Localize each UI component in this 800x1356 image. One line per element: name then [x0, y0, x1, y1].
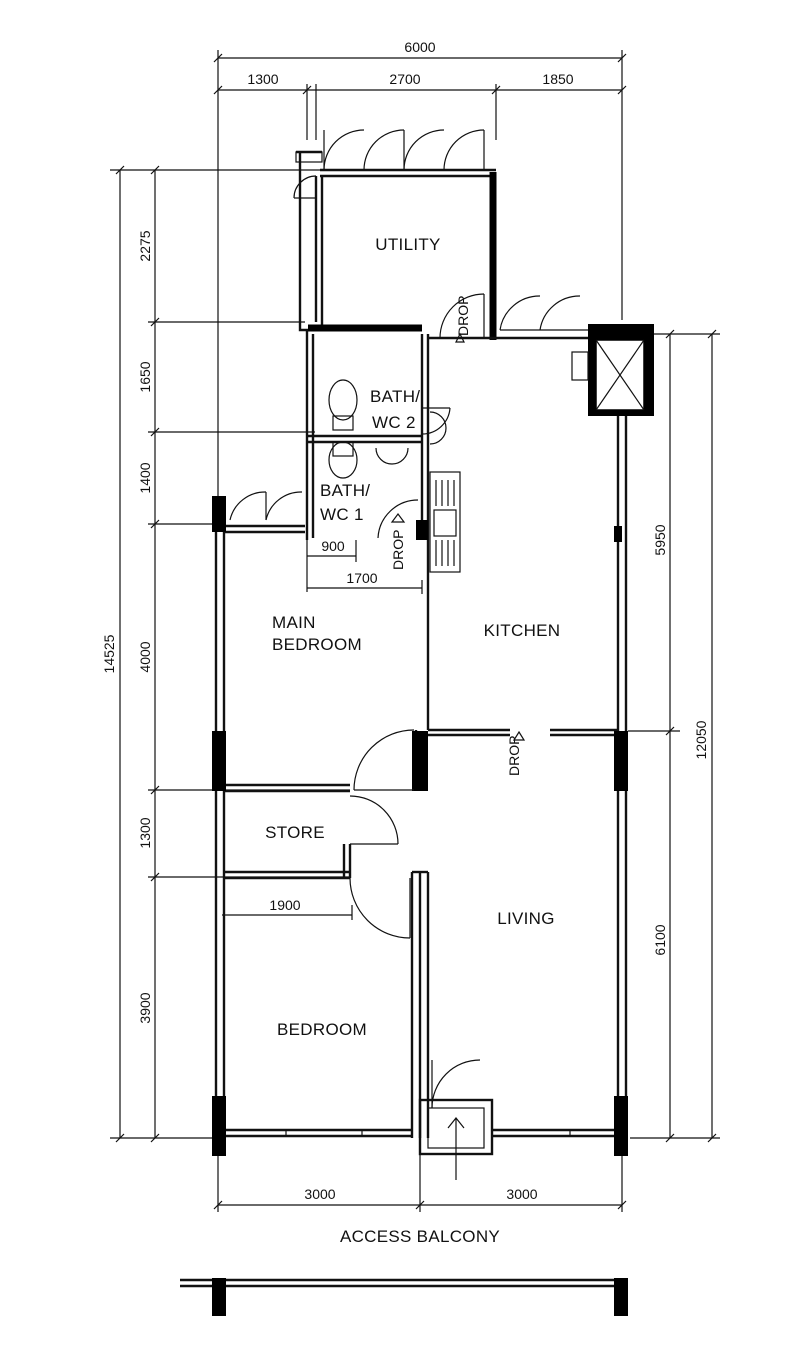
- dim-left-seg6: 3900: [137, 992, 153, 1023]
- label-bath1-line1: BATH/: [320, 481, 370, 500]
- label-kitchen: KITCHEN: [484, 621, 561, 640]
- dim-left-seg4: 4000: [137, 641, 153, 672]
- label-access-balcony: ACCESS BALCONY: [340, 1227, 500, 1246]
- dim-inner-1900: 1900: [269, 897, 300, 913]
- drop-living: DROP: [506, 736, 522, 776]
- walls: [214, 150, 654, 1156]
- label-bath2-line1: BATH/: [370, 387, 420, 406]
- balcony-edge: [180, 1278, 628, 1316]
- dim-right-seg1: 5950: [652, 524, 668, 555]
- dim-left-seg2: 1650: [137, 361, 153, 392]
- dim-right-total: 12050: [693, 720, 709, 759]
- kitchen-cabinet: [571, 351, 589, 381]
- label-bedroom: BEDROOM: [277, 1020, 367, 1039]
- dim-bottom-seg2: 3000: [506, 1186, 537, 1202]
- columns: [212, 496, 628, 1156]
- label-bath2-line2: WC 2: [372, 413, 416, 432]
- dim-bottom-seg1: 3000: [304, 1186, 335, 1202]
- dim-top-seg1: 1300: [247, 71, 278, 87]
- room-labels: UTILITY BATH/ WC 2 BATH/ WC 1 MAIN BEDRO…: [265, 235, 560, 1246]
- label-main-bedroom-line1: MAIN: [272, 613, 316, 632]
- drop-labels: DROP DROP DROP: [390, 296, 526, 776]
- dim-left-seg1: 2275: [137, 230, 153, 261]
- dim-top-seg3: 1850: [542, 71, 573, 87]
- label-utility: UTILITY: [375, 235, 440, 254]
- label-main-bedroom-line2: BEDROOM: [272, 635, 362, 654]
- top-dimensions: 6000 1300 2700 1850: [213, 39, 627, 500]
- dim-inner-900: 900: [321, 538, 345, 554]
- doors: [229, 129, 588, 1180]
- bottom-dimensions: 3000 3000: [213, 1150, 627, 1212]
- dim-right-seg2: 6100: [652, 924, 668, 955]
- dim-top-total: 6000: [404, 39, 435, 55]
- basin-1: [375, 447, 409, 465]
- wc-2-toilet: [328, 379, 358, 421]
- label-store: STORE: [265, 823, 325, 842]
- inner-dimensions: 900 1700 1900: [222, 538, 423, 920]
- basin-2: [429, 411, 447, 445]
- label-bath1-line2: WC 1: [320, 505, 364, 524]
- kitchen-sink: [429, 471, 461, 573]
- dim-top-seg2: 2700: [389, 71, 420, 87]
- dim-left-total: 14525: [101, 634, 117, 673]
- fixtures: [328, 351, 589, 573]
- dim-left-seg5: 1300: [137, 817, 153, 848]
- dim-left-seg3: 1400: [137, 462, 153, 493]
- right-dimensions: 5950 6100 12050: [628, 329, 720, 1143]
- label-living: LIVING: [497, 909, 555, 928]
- left-dimensions: 14525 2275 1650 1400 4000 1300 3900: [101, 165, 350, 1143]
- drop-bath1: DROP: [390, 530, 406, 570]
- drop-utility: DROP: [455, 296, 471, 336]
- dim-inner-1700: 1700: [346, 570, 377, 586]
